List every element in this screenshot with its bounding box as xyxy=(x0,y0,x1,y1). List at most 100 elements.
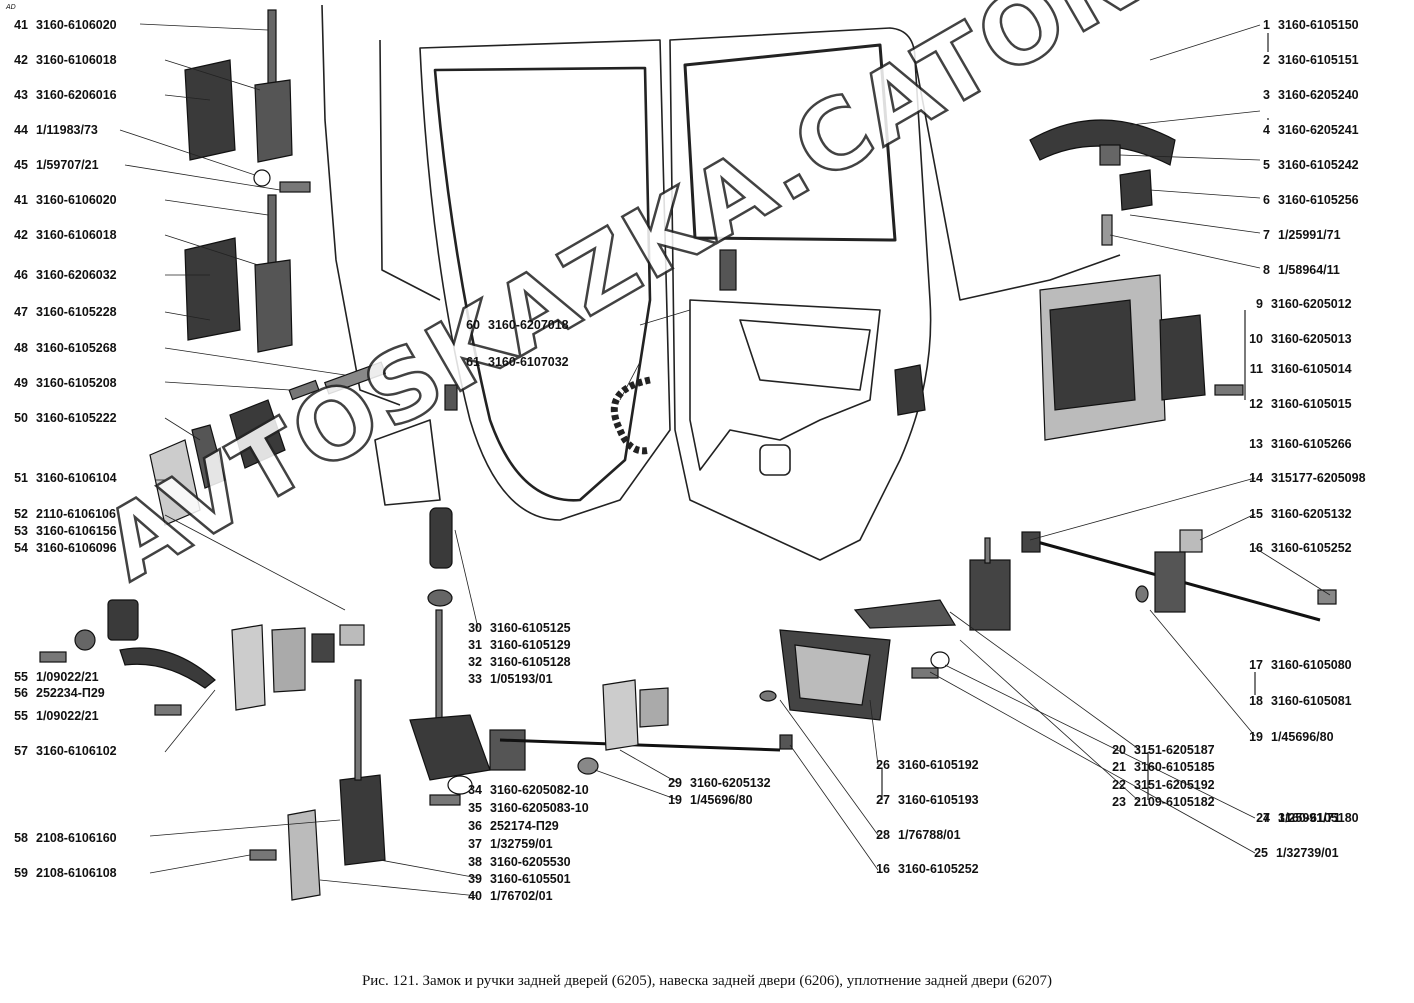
part-code: 3160-6105252 xyxy=(898,862,979,876)
leader-14 xyxy=(1029,477,1256,541)
part-code: 3160-6105192 xyxy=(898,758,979,772)
access-panel xyxy=(374,419,441,506)
screw-25 xyxy=(911,667,939,679)
part-code: 3160-6106018 xyxy=(36,228,117,242)
part-code: 3160-6106096 xyxy=(36,541,117,555)
part-number: 13 xyxy=(1249,437,1263,451)
striker-11 xyxy=(1159,314,1206,401)
screw-49 xyxy=(288,379,320,401)
part-code: 3160-6105015 xyxy=(1271,397,1352,411)
part-number: 60 xyxy=(466,318,480,332)
rod-22 xyxy=(984,537,991,564)
leader-42a xyxy=(164,59,261,91)
part-code: 3160-6105128 xyxy=(490,655,571,669)
part-code: 3160-6107032 xyxy=(488,355,569,369)
part-code: 3160-6105242 xyxy=(1278,158,1359,172)
part-code: 3160-6106020 xyxy=(36,18,117,32)
lock-knob-30 xyxy=(429,507,453,569)
screw-19-right xyxy=(1135,585,1149,603)
leader-7b xyxy=(944,664,1256,819)
cable-clip-29 xyxy=(779,734,793,750)
part-code: 3160-6205012 xyxy=(1271,297,1352,311)
bolt-45 xyxy=(279,181,311,193)
leader-15 xyxy=(1199,513,1256,541)
leader-42b xyxy=(164,234,259,266)
part-number: 33 xyxy=(468,672,482,686)
part-number: 7 xyxy=(1263,228,1270,242)
part-code: 1/45696/80 xyxy=(1271,730,1334,744)
part-code: 3160-6105014 xyxy=(1271,362,1352,376)
rod-29 xyxy=(499,738,781,752)
part-number: 40 xyxy=(468,889,482,903)
leader-8 xyxy=(1109,234,1261,269)
screw-48 xyxy=(323,361,387,395)
leader-39 xyxy=(379,859,479,879)
plate-51 xyxy=(149,439,201,526)
part-code: 1/76702/01 xyxy=(490,889,553,903)
part-code: 1/09022/21 xyxy=(36,709,99,723)
leader-30 xyxy=(454,529,479,629)
leader-47 xyxy=(164,311,211,321)
leader-59 xyxy=(149,854,251,874)
leader-45 xyxy=(124,164,281,191)
part-code: 315177-6205098 xyxy=(1271,471,1366,485)
leader-28 xyxy=(779,699,879,836)
part-code: 3160-6205082-10 xyxy=(490,783,589,797)
part-code: 3160-6205132 xyxy=(1271,507,1352,521)
part-number: 55 xyxy=(14,670,28,684)
part-number: 14 xyxy=(1249,471,1263,485)
part-code: 3160-6106018 xyxy=(36,53,117,67)
part-number: 31 xyxy=(468,638,482,652)
corner-mark: AD xyxy=(6,4,16,11)
part-code: 3160-6106156 xyxy=(36,524,117,538)
cylinder-housing xyxy=(271,627,306,693)
leader-1 xyxy=(1149,24,1261,61)
part-number: 23 xyxy=(1112,795,1126,809)
leader-44 xyxy=(119,129,256,176)
grab-handle-3 xyxy=(1029,119,1176,166)
part-number: 30 xyxy=(468,621,482,635)
knob-rod-33 xyxy=(435,609,443,721)
part-number: 35 xyxy=(468,801,482,815)
leader-48 xyxy=(164,347,346,376)
right-body-edge xyxy=(914,59,1121,301)
part-code: 3160-6205132 xyxy=(690,776,771,790)
cylinder-insert xyxy=(311,633,335,663)
gasket-50 xyxy=(191,424,226,489)
part-code: 1/45696/80 xyxy=(690,793,753,807)
washer-7 xyxy=(930,651,950,669)
part-number: 5 xyxy=(1263,158,1270,172)
part-code: 1/32759/01 xyxy=(490,837,553,851)
part-code: 3160-6207018 xyxy=(488,318,569,332)
bracket-17 xyxy=(1154,551,1186,613)
part-code: 1/76788/01 xyxy=(898,828,961,842)
part-number: 48 xyxy=(14,341,28,355)
screw-13 xyxy=(1214,384,1244,396)
part-number: 47 xyxy=(14,305,28,319)
part-code: 3160-6105256 xyxy=(1278,193,1359,207)
